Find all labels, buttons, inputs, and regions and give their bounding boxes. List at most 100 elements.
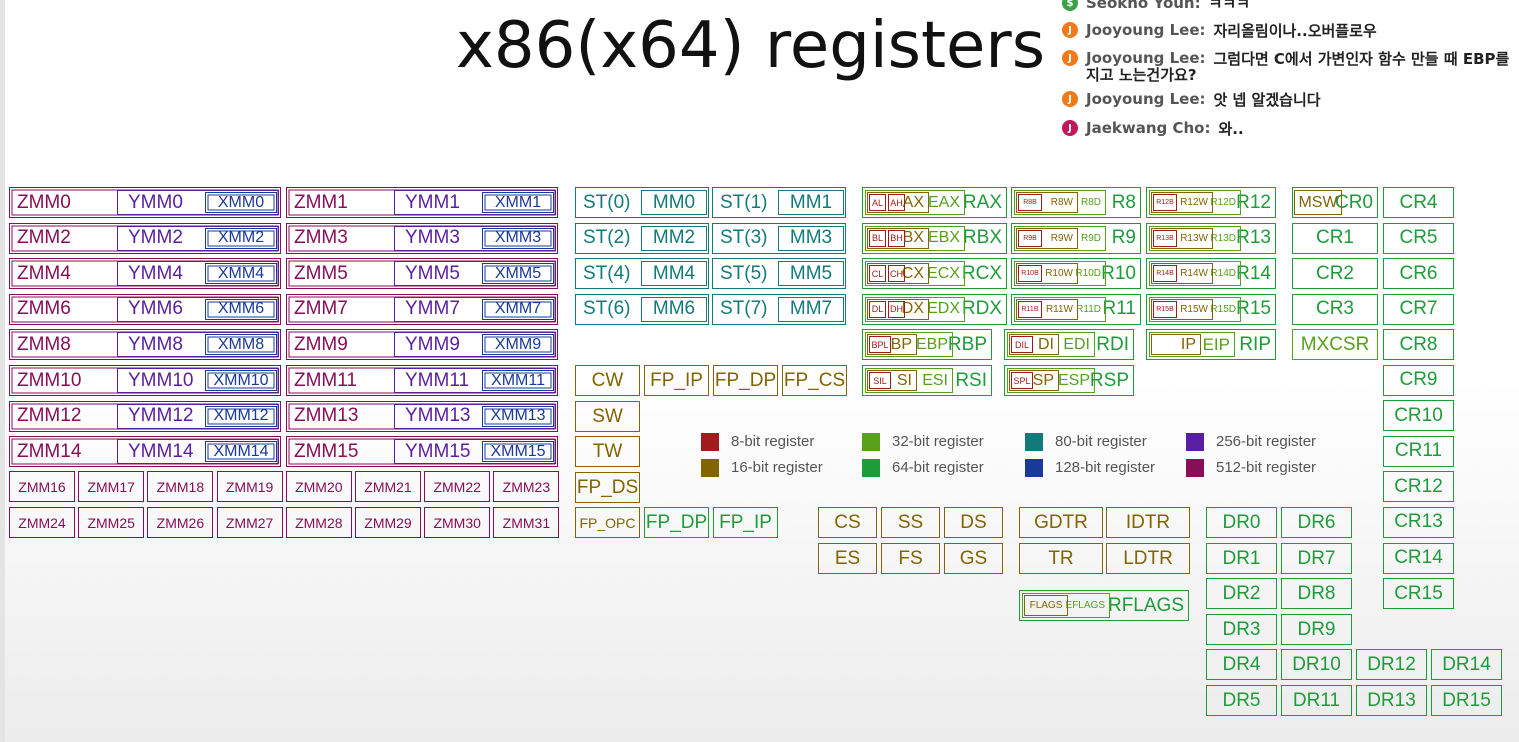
- system-table-register: LDTR: [1106, 543, 1190, 574]
- fpu-fp-opc: FP_OPC: [575, 507, 640, 538]
- gpr-8l: DL: [869, 300, 886, 318]
- zmm-small-register: ZMM24: [9, 507, 75, 538]
- chat-text: 자리올림이나..오버플로우: [1213, 21, 1377, 40]
- fpu-fp-cs: FP_CS: [782, 365, 847, 396]
- zmm-small-register: ZMM16: [9, 471, 75, 502]
- debug-register: DR10: [1281, 649, 1352, 680]
- fpu-fp-dp: FP_DP: [713, 365, 778, 396]
- left-edge: [0, 0, 5, 742]
- fpu-fp-dp64: FP_DP: [644, 507, 709, 538]
- cr-register: CR6: [1383, 258, 1454, 290]
- cr-register: CR5: [1383, 222, 1454, 254]
- zmm-small-register: ZMM21: [355, 471, 421, 502]
- chat-text: 와..: [1218, 119, 1244, 138]
- gpr-r8: R9B: [1018, 229, 1042, 247]
- debug-register: DR7: [1281, 543, 1352, 574]
- cr-register: CR13: [1383, 506, 1454, 538]
- gpr-8: SPL: [1011, 372, 1033, 389]
- xmm-register: XMM11: [482, 370, 554, 391]
- xmm-register: XMM0: [205, 192, 277, 213]
- chat-author: Jaekwang Cho:: [1086, 119, 1211, 137]
- debug-register: DR11: [1281, 685, 1352, 716]
- legend-swatch: [1186, 433, 1204, 451]
- page-title: x86(x64) registers: [456, 9, 1046, 83]
- cr-register: CR14: [1383, 542, 1454, 574]
- system-table-register: IDTR: [1106, 507, 1190, 538]
- xmm-register: XMM3: [482, 227, 554, 249]
- chat-author: Jooyoung Lee:: [1086, 90, 1206, 108]
- debug-register: DR3: [1206, 614, 1277, 645]
- zmm-small-register: ZMM23: [493, 471, 560, 502]
- xmm-register: XMM14: [205, 441, 277, 463]
- segment-register: SS: [881, 507, 940, 538]
- zmm-small-register: ZMM31: [493, 507, 560, 538]
- legend-label: 80-bit register: [1055, 433, 1147, 450]
- debug-register: DR6: [1281, 507, 1352, 538]
- zmm-small-register: ZMM19: [216, 471, 283, 502]
- xmm-register: XMM4: [205, 263, 277, 285]
- zmm-small-register: ZMM29: [355, 507, 421, 538]
- xmm-register: XMM2: [205, 227, 277, 249]
- legend-swatch: [701, 459, 719, 477]
- gpr-8h: AH: [888, 194, 905, 211]
- gpr-r8: R10B: [1018, 265, 1042, 283]
- debug-register: DR13: [1356, 685, 1427, 716]
- gpr-r8: R14B: [1153, 265, 1177, 283]
- zmm-small-register: ZMM22: [424, 471, 491, 502]
- segment-register: ES: [818, 543, 877, 574]
- xmm-register: XMM10: [205, 370, 277, 391]
- cr-register: CR15: [1383, 578, 1454, 610]
- gpr-8: SIL: [869, 372, 891, 389]
- cr-register: CR12: [1383, 471, 1454, 503]
- zmm-small-register: ZMM17: [78, 471, 145, 502]
- fpu-sw: SW: [575, 401, 640, 432]
- gpr-8h: DH: [888, 300, 905, 318]
- gpr-r8: R8B: [1018, 194, 1042, 211]
- cr-register: CR11: [1383, 435, 1454, 467]
- debug-register: DR5: [1206, 685, 1277, 716]
- chat-text-continued: 지고 노는건가요?: [1086, 65, 1197, 84]
- legend-swatch: [862, 433, 880, 451]
- segment-register: FS: [881, 543, 940, 574]
- cr-register: CR7: [1383, 293, 1454, 325]
- zmm-small-register: ZMM20: [285, 471, 352, 502]
- segment-register: GS: [944, 543, 1003, 574]
- mm-register: MM4: [641, 261, 707, 287]
- legend-swatch: [1186, 459, 1204, 477]
- gpr-r8: R11B: [1018, 300, 1042, 318]
- mm-register: MM5: [778, 261, 844, 287]
- mxcsr-register: MXCSR: [1292, 329, 1378, 360]
- zmm-small-register: ZMM28: [285, 507, 352, 538]
- zmm-small-register: ZMM25: [78, 507, 145, 538]
- gpr-8h: CH: [888, 265, 905, 283]
- gpr-8: BPL: [869, 336, 891, 353]
- xmm-register: XMM1: [482, 192, 554, 213]
- cr-register: CR10: [1383, 400, 1454, 432]
- gpr-r8: R12B: [1153, 194, 1177, 211]
- cr-register: CR2: [1292, 258, 1378, 290]
- zmm-small-register: ZMM30: [424, 507, 491, 538]
- xmm-register: XMM15: [482, 441, 554, 463]
- xmm-register: XMM13: [482, 405, 554, 427]
- legend-label: 8-bit register: [731, 433, 815, 450]
- avatar: $: [1062, 0, 1078, 11]
- avatar: J: [1062, 50, 1078, 66]
- debug-register: DR9: [1281, 614, 1352, 645]
- chat-message: $Seokho Youn:ㅋㅋㅋ: [1062, 0, 1519, 13]
- gpr-8l: AL: [869, 194, 886, 211]
- gpr-r8: R15B: [1153, 300, 1177, 318]
- xmm-register: XMM5: [482, 263, 554, 285]
- system-table-register: GDTR: [1019, 507, 1103, 538]
- debug-register: DR14: [1431, 649, 1502, 680]
- legend-label: 256-bit register: [1216, 433, 1317, 450]
- avatar: J: [1062, 91, 1078, 107]
- legend-label: 128-bit register: [1055, 459, 1156, 476]
- mm-register: MM1: [778, 190, 844, 215]
- legend-label: 512-bit register: [1216, 459, 1317, 476]
- gpr-8l: CL: [869, 265, 886, 283]
- fpu-cw: CW: [575, 365, 640, 396]
- xmm-register: XMM9: [482, 334, 554, 356]
- debug-register: DR8: [1281, 578, 1352, 609]
